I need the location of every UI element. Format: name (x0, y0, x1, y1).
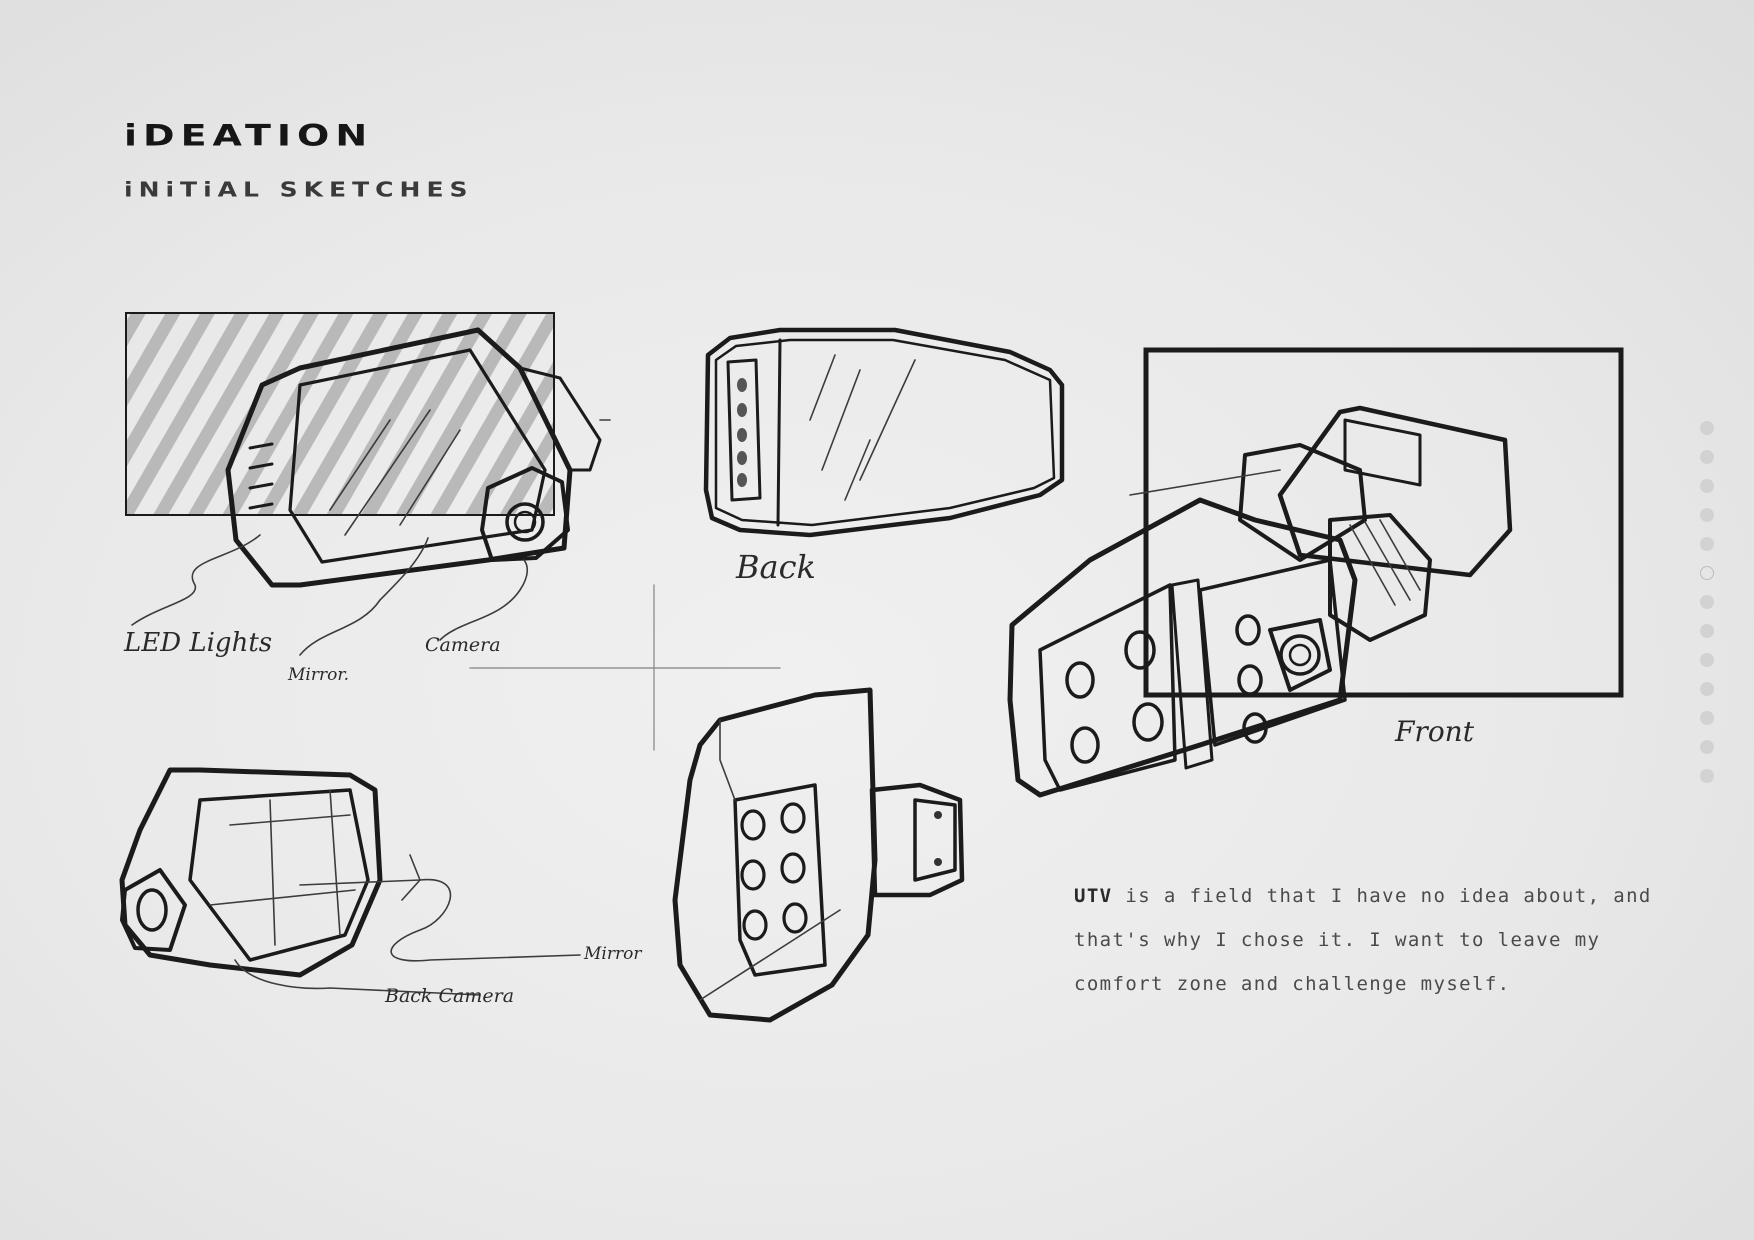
sketch-three-quarter (672, 687, 965, 1023)
pagination-dot[interactable] (1700, 711, 1714, 725)
sketch-back-camera (119, 767, 581, 996)
annotation-mirror-top: Mirror. (288, 665, 349, 685)
pagination-dot[interactable] (1700, 769, 1714, 783)
sketch-back-view (703, 327, 1065, 538)
pagination-dot[interactable] (1700, 479, 1714, 493)
pagination-dot-active[interactable] (1700, 566, 1714, 580)
annotation-mirror-bottom: Mirror (584, 944, 642, 964)
description-text: UTV is a field that I have no idea about… (1074, 874, 1674, 1006)
annotation-back: Back (736, 548, 816, 586)
pagination-dot[interactable] (1700, 450, 1714, 464)
pagination-dot[interactable] (1700, 624, 1714, 638)
pagination-dot[interactable] (1700, 508, 1714, 522)
page-title: iDEATION (124, 118, 374, 153)
center-glare (469, 584, 781, 751)
annotation-front: Front (1395, 715, 1474, 748)
annotation-camera: Camera (425, 634, 501, 656)
page-subtitle: iNiTiAL SKETCHES (124, 178, 474, 202)
description-highlight: UTV (1074, 885, 1113, 907)
sketch-led-mirror (125, 312, 611, 656)
pagination-dot[interactable] (1700, 682, 1714, 696)
sketch-front-view (1007, 347, 1624, 798)
description-body: is a field that I have no idea about, an… (1074, 885, 1652, 995)
annotation-back-camera: Back Camera (385, 985, 515, 1007)
pagination-dot[interactable] (1700, 421, 1714, 435)
annotation-led-lights: LED Lights (124, 628, 273, 658)
pagination-dot[interactable] (1700, 537, 1714, 551)
pagination-dot[interactable] (1700, 740, 1714, 754)
pagination-dot[interactable] (1700, 595, 1714, 609)
page-pagination (1700, 421, 1716, 783)
pagination-dot[interactable] (1700, 653, 1714, 667)
